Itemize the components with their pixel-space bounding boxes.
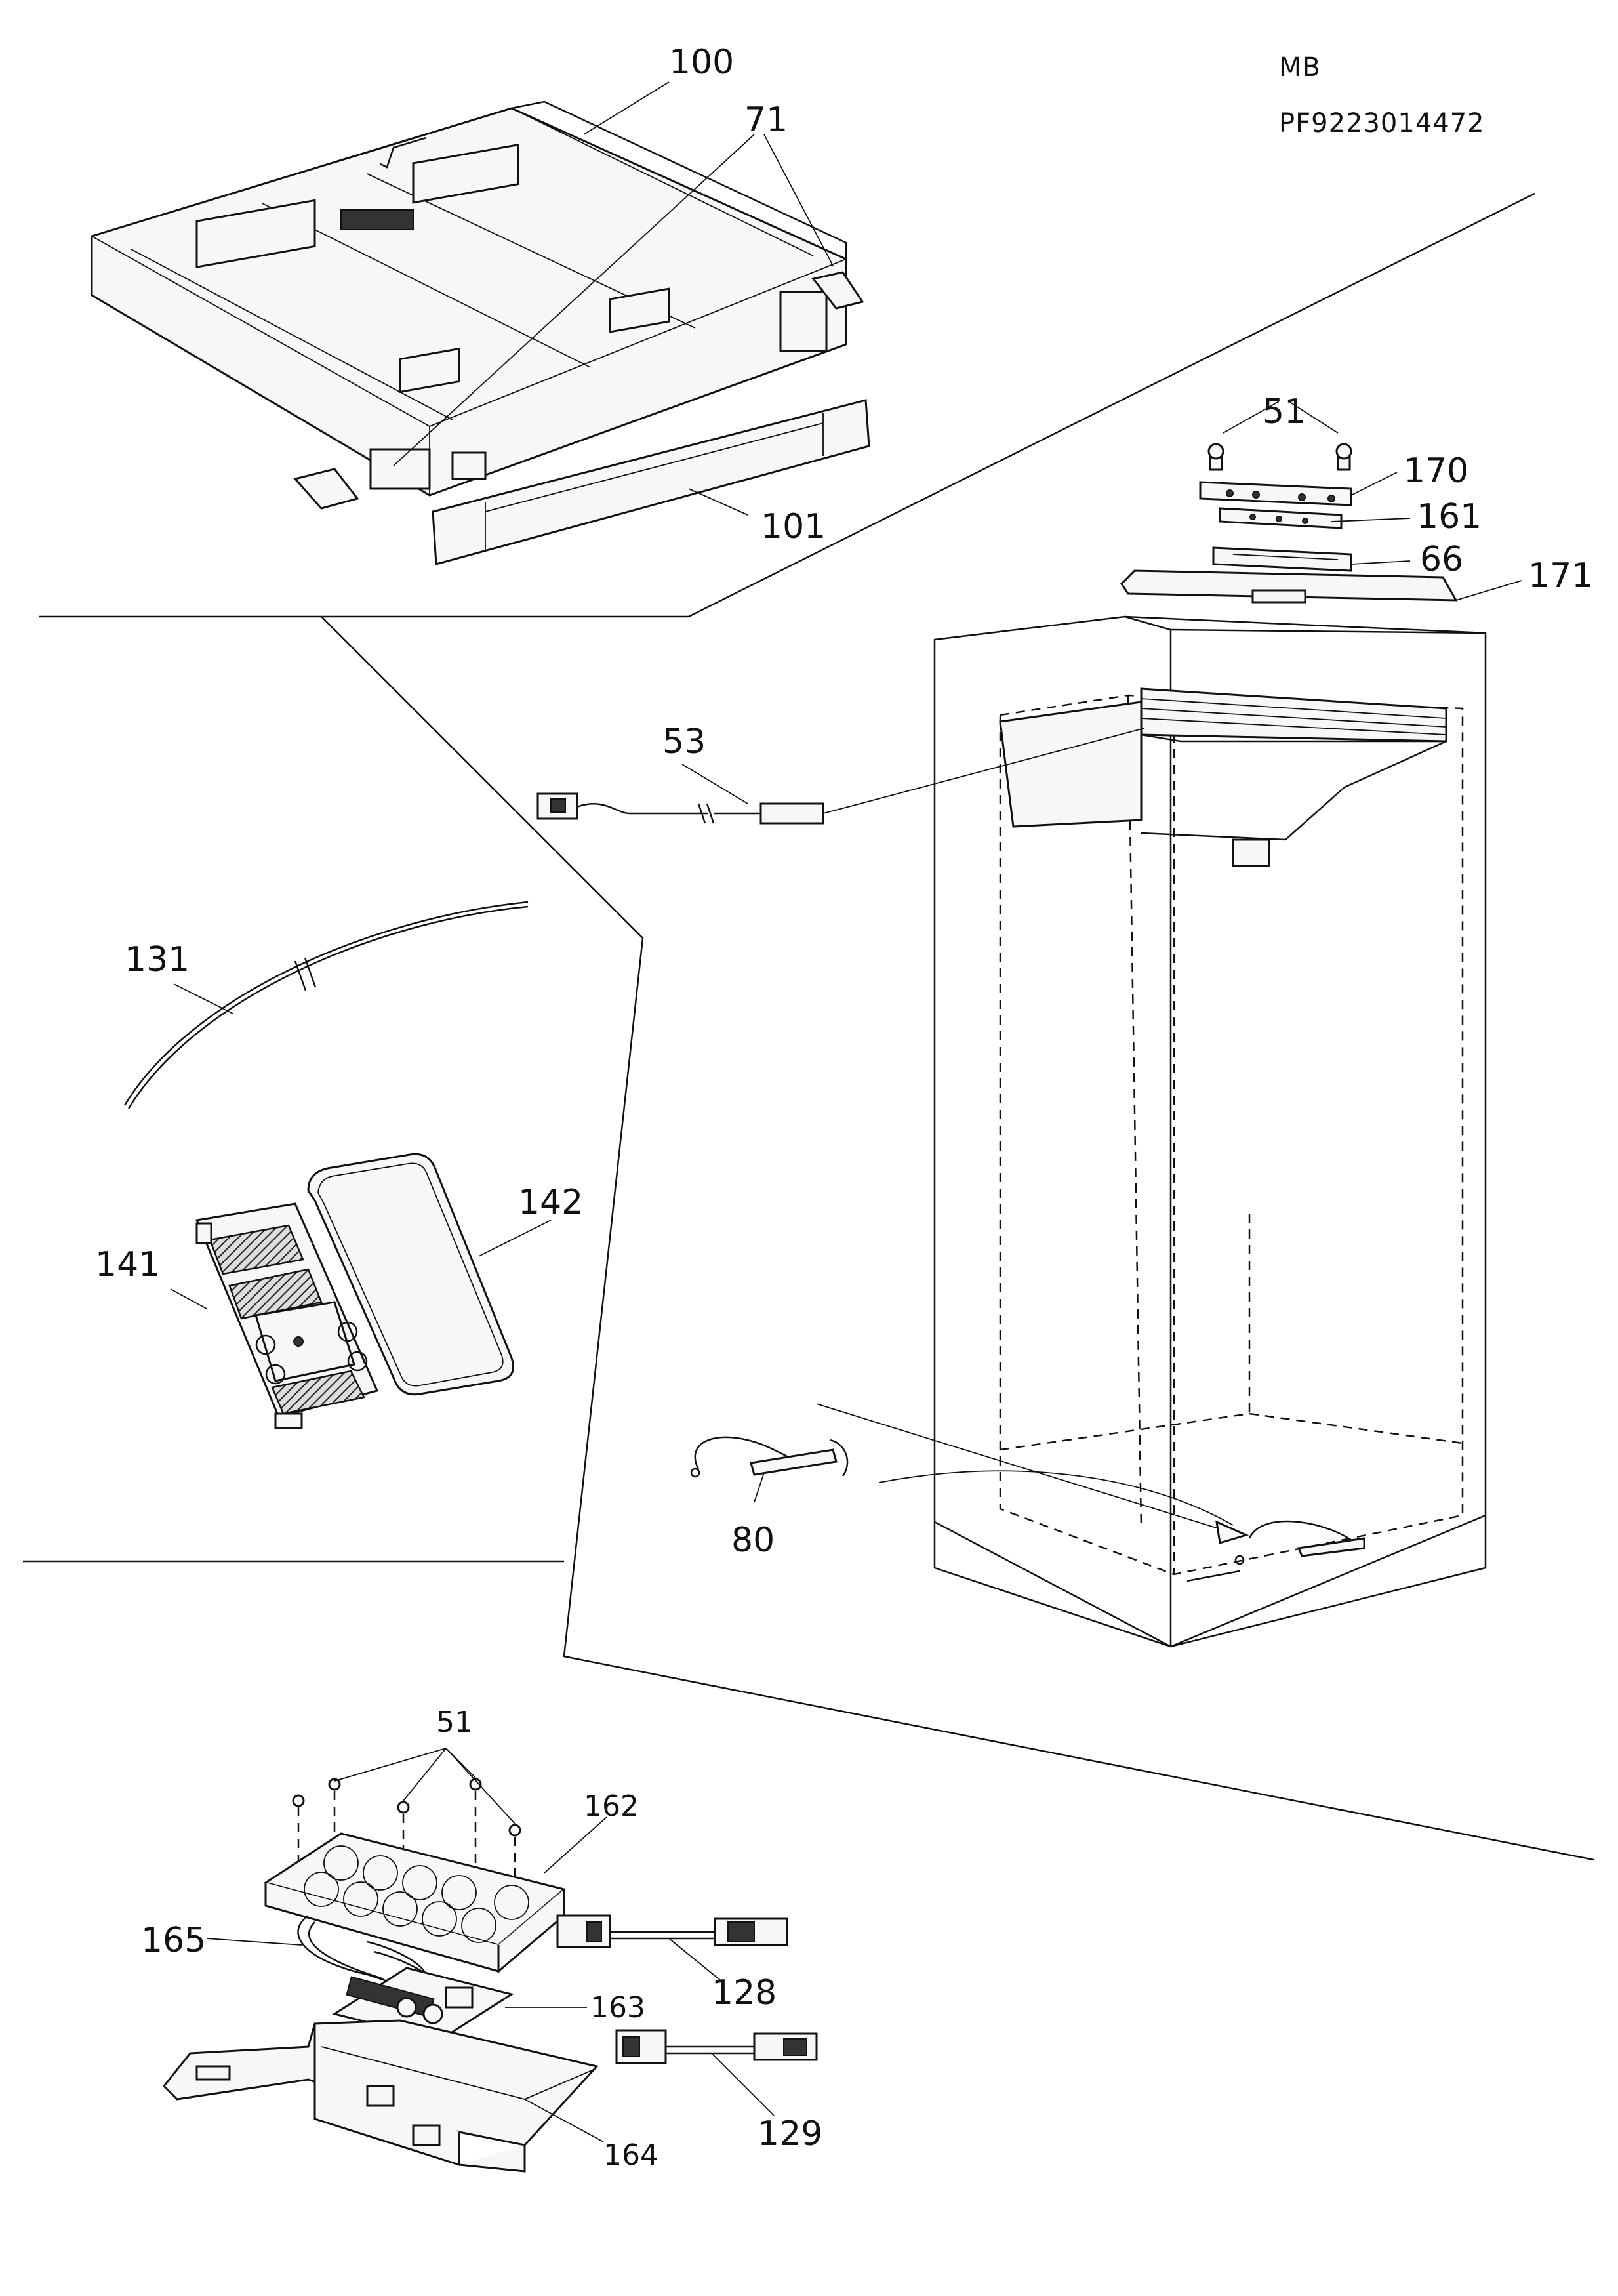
part-142-panel — [307, 1153, 514, 1396]
part-51-top-screws — [1207, 443, 1352, 471]
part-100-drawer-tray — [91, 100, 847, 497]
part-number-label: PF9223014472 — [1279, 108, 1485, 138]
part-71-end-caps — [293, 271, 864, 510]
callout-163: 163 — [590, 1991, 645, 2024]
bottom-leaders — [206, 1748, 775, 2142]
top-leaders — [393, 81, 834, 516]
callout-161: 161 — [1417, 497, 1482, 537]
callout-171: 171 — [1528, 556, 1593, 596]
part-128-connector-cable — [556, 1914, 788, 1948]
callout-53: 53 — [662, 722, 706, 762]
callout-80: 80 — [731, 1521, 775, 1560]
callout-164: 164 — [603, 2139, 658, 2172]
callout-71: 71 — [744, 100, 788, 140]
part-162-cover — [263, 1832, 567, 1974]
part-170-hinge-plate — [1199, 481, 1352, 506]
part-53-connector-wire — [536, 792, 824, 825]
part-131-wire — [123, 901, 529, 1109]
callout-labels: 100 71 101 51 170 161 66 171 53 131 142 … — [95, 43, 1593, 2172]
part-161-board — [1219, 507, 1343, 529]
callout-66: 66 — [1420, 540, 1463, 579]
middle-leaders — [170, 401, 1522, 1544]
part-80-sensor-wire — [690, 1436, 849, 1478]
callout-165: 165 — [141, 1921, 206, 1960]
callout-141: 141 — [95, 1245, 160, 1284]
part-66-bracket — [1212, 546, 1352, 572]
callout-162: 162 — [584, 1790, 639, 1823]
model-label: MB — [1279, 52, 1321, 83]
callout-170: 170 — [1404, 451, 1468, 491]
callout-129: 129 — [758, 2114, 822, 2154]
part-101-front-trim — [432, 399, 870, 565]
part-129-connector-cable — [615, 2029, 818, 2064]
callout-101: 101 — [761, 507, 826, 546]
callout-128: 128 — [712, 1973, 777, 2013]
callout-142: 142 — [518, 1183, 583, 1222]
part-141-plate-assembly — [195, 1202, 379, 1429]
callout-51-bottom: 51 — [436, 1706, 473, 1739]
callout-100: 100 — [669, 43, 734, 82]
callout-131: 131 — [125, 940, 190, 979]
section-dividers — [23, 192, 1594, 1861]
part-164-housing — [162, 2019, 599, 2173]
cabinet — [933, 569, 1487, 1648]
callout-51-top: 51 — [1263, 392, 1306, 432]
